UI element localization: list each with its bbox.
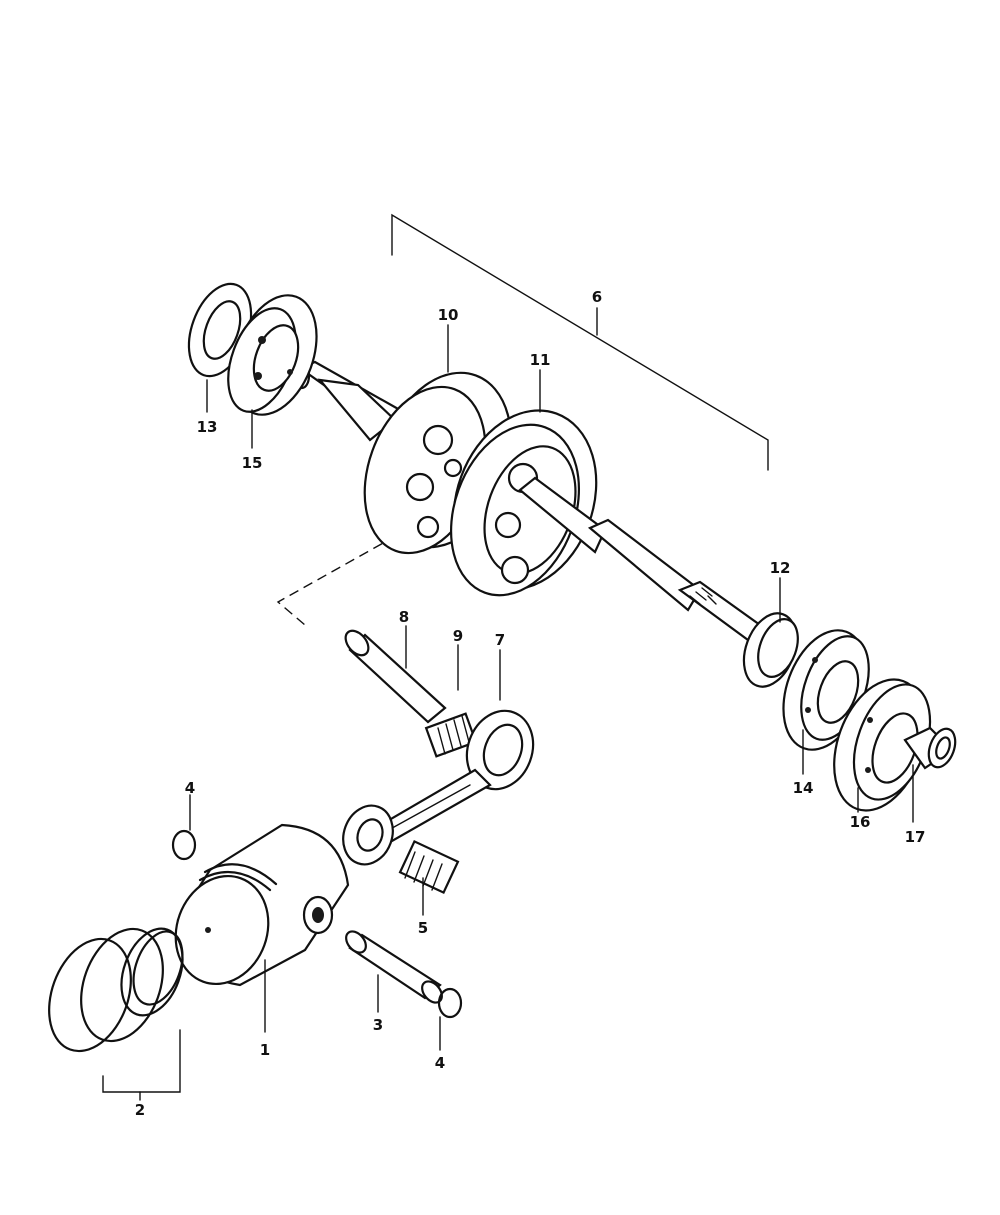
crankshaft-assembly-bracket [391, 213, 769, 471]
piston-pin-3 [345, 930, 443, 1004]
part-label: 13 [197, 418, 218, 436]
crank-web-11 [449, 409, 598, 597]
bearing-15 [227, 294, 318, 416]
part-label: 16 [850, 813, 871, 831]
part-label: 10 [438, 306, 459, 324]
piston-rings-2 [48, 927, 184, 1053]
part-label: 7 [495, 631, 505, 649]
small-end-bearing-5 [398, 839, 460, 895]
piston-rings-bracket [102, 1029, 181, 1093]
bearing-16 [833, 678, 932, 812]
crank-pin-8 [344, 629, 447, 724]
part-label: 6 [592, 288, 602, 306]
part-label: 17 [905, 828, 926, 846]
part-label: 14 [793, 779, 814, 797]
part-label: 4 [435, 1054, 445, 1072]
part-label: 15 [242, 454, 263, 472]
needle-bearing-9 [424, 712, 478, 758]
piston-1 [174, 823, 350, 987]
part-label: 9 [453, 627, 463, 645]
crank-pin-dashed-leader [276, 527, 411, 626]
connecting-rod-7 [342, 709, 535, 866]
part-label: 3 [373, 1016, 383, 1034]
part-labels: 1 2 3 4 4 5 6 7 8 9 10 11 12 13 14 15 16… [135, 288, 926, 1119]
part-label: 1 [260, 1041, 270, 1059]
part-label: 11 [530, 351, 551, 369]
spacer-12 [742, 612, 799, 688]
circlip-4-upper [171, 829, 197, 861]
part-label: 5 [418, 919, 428, 937]
leader-lines [139, 324, 914, 1101]
crankshaft-right-shaft [518, 476, 762, 642]
part-label: 8 [399, 608, 409, 626]
collar-17 [903, 726, 957, 770]
part-label: 2 [135, 1101, 145, 1119]
circlip-4-lower [437, 987, 463, 1019]
part-label: 4 [185, 779, 195, 797]
part-label: 12 [770, 559, 791, 577]
